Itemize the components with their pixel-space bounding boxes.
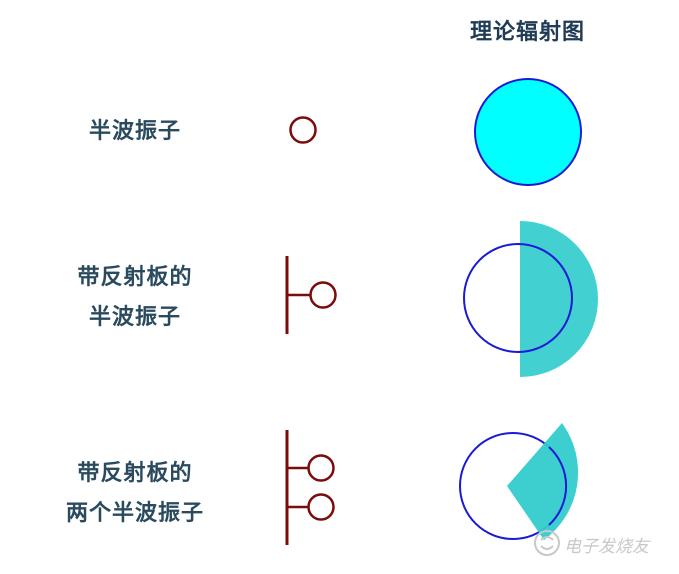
pattern-lobe — [520, 221, 598, 377]
row-label-line: 半波振子 — [88, 119, 181, 144]
antenna-single-dipole — [289, 116, 317, 144]
dipole-element — [309, 281, 337, 309]
row-label-line: 带反射板的 — [77, 265, 193, 290]
radiation-pattern-sector — [459, 423, 579, 540]
watermark: 电子发烧友 — [530, 528, 670, 558]
antenna-dipole-with-reflector — [285, 256, 337, 334]
radiation-pattern-omnidirectional — [474, 78, 582, 186]
dipole-element — [289, 116, 317, 144]
antenna-two-dipoles-with-reflector — [285, 430, 335, 545]
reference-circle-overlay — [548, 446, 568, 526]
pattern-full-circle — [474, 78, 582, 186]
row-label-line: 半波振子 — [88, 305, 181, 330]
reference-circle-overlay — [517, 243, 573, 353]
watermark-text: 电子发烧友 — [564, 537, 649, 557]
dipole-element — [307, 493, 335, 521]
row-label-line: 两个半波振子 — [65, 501, 204, 526]
pattern-lobe — [507, 423, 579, 540]
row-label-two-dipoles-with-reflector: 带反射板的 两个半波振子 — [40, 454, 230, 534]
dipole-element — [307, 454, 335, 482]
diagram-title: 理论辐射图 — [469, 20, 585, 45]
watermark-logo-icon — [534, 530, 560, 556]
row-label-half-wave-dipole: 半波振子 — [40, 112, 230, 152]
row-label-line: 带反射板的 — [77, 461, 193, 486]
row-label-dipole-with-reflector: 带反射板的 半波振子 — [40, 258, 230, 338]
radiation-pattern-half-circle — [463, 221, 598, 377]
